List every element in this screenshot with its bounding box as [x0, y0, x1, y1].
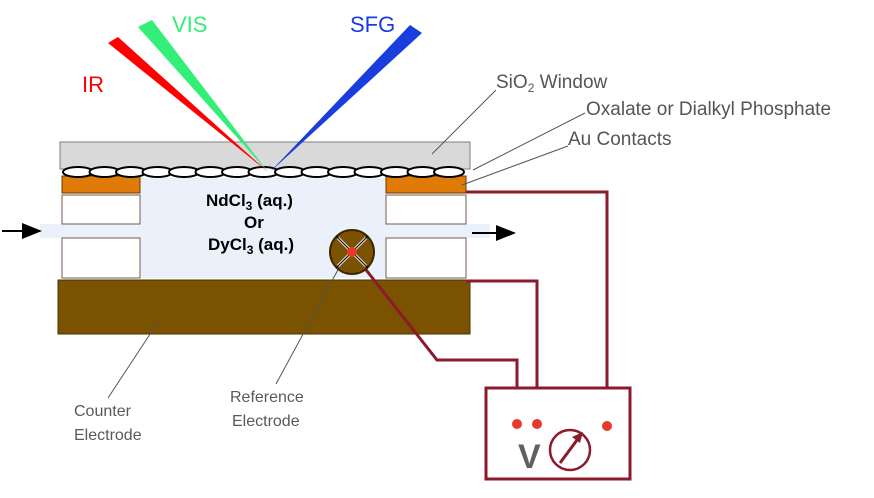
sfg-label: SFG	[350, 12, 395, 37]
counter-electrode-label-line2: Electrode	[74, 427, 142, 444]
window-leader	[431, 89, 497, 155]
counter-electrode	[57, 279, 471, 335]
reference-electrode	[329, 229, 375, 275]
contacts-leader	[461, 145, 569, 186]
spacer-upper-right	[385, 194, 467, 225]
meter-terminal-1	[512, 419, 522, 429]
solution-line-3: DyCl3 (aq.)	[208, 235, 294, 257]
monolayer-molecule	[433, 166, 465, 178]
counter-leader	[107, 321, 159, 399]
spacer-lower-left	[61, 237, 141, 279]
ir-label: IR	[82, 72, 104, 97]
sio2-window-label: SiO2 Window	[496, 72, 608, 95]
au-contact-right	[385, 175, 467, 194]
solution-line-1: NdCl3 (aq.)	[206, 191, 293, 213]
au-contact-left	[61, 175, 141, 194]
wire-contact-to-meter	[466, 190, 609, 422]
wire-counter-to-meter	[466, 279, 539, 420]
monolayer-chain	[62, 166, 465, 178]
vis-label: VIS	[172, 12, 207, 37]
au-contacts-label: Au Contacts	[568, 129, 672, 150]
outlet-channel	[385, 224, 490, 238]
spacer-lower-right	[385, 237, 467, 279]
voltmeter-dial-icon	[548, 428, 592, 472]
inlet-channel	[40, 224, 142, 238]
vis-beam	[138, 20, 268, 172]
monolayer-label: Oxalate or Dialkyl Phosphate	[586, 99, 831, 120]
sio2-window	[59, 141, 471, 170]
voltmeter-label: V	[518, 438, 541, 476]
monolayer-leader	[472, 112, 586, 171]
ir-beam	[108, 37, 268, 172]
solution-or: Or	[244, 213, 264, 232]
meter-terminal-3	[602, 421, 612, 431]
meter-terminal-2	[532, 419, 542, 429]
reference-electrode-label-line1: Reference	[230, 389, 304, 406]
reference-leader	[275, 265, 341, 385]
reference-electrode-label-line2: Electrode	[232, 413, 300, 430]
spacer-upper-left	[61, 194, 141, 225]
sfg-beam	[270, 25, 422, 172]
counter-electrode-label-line1: Counter	[74, 403, 132, 420]
